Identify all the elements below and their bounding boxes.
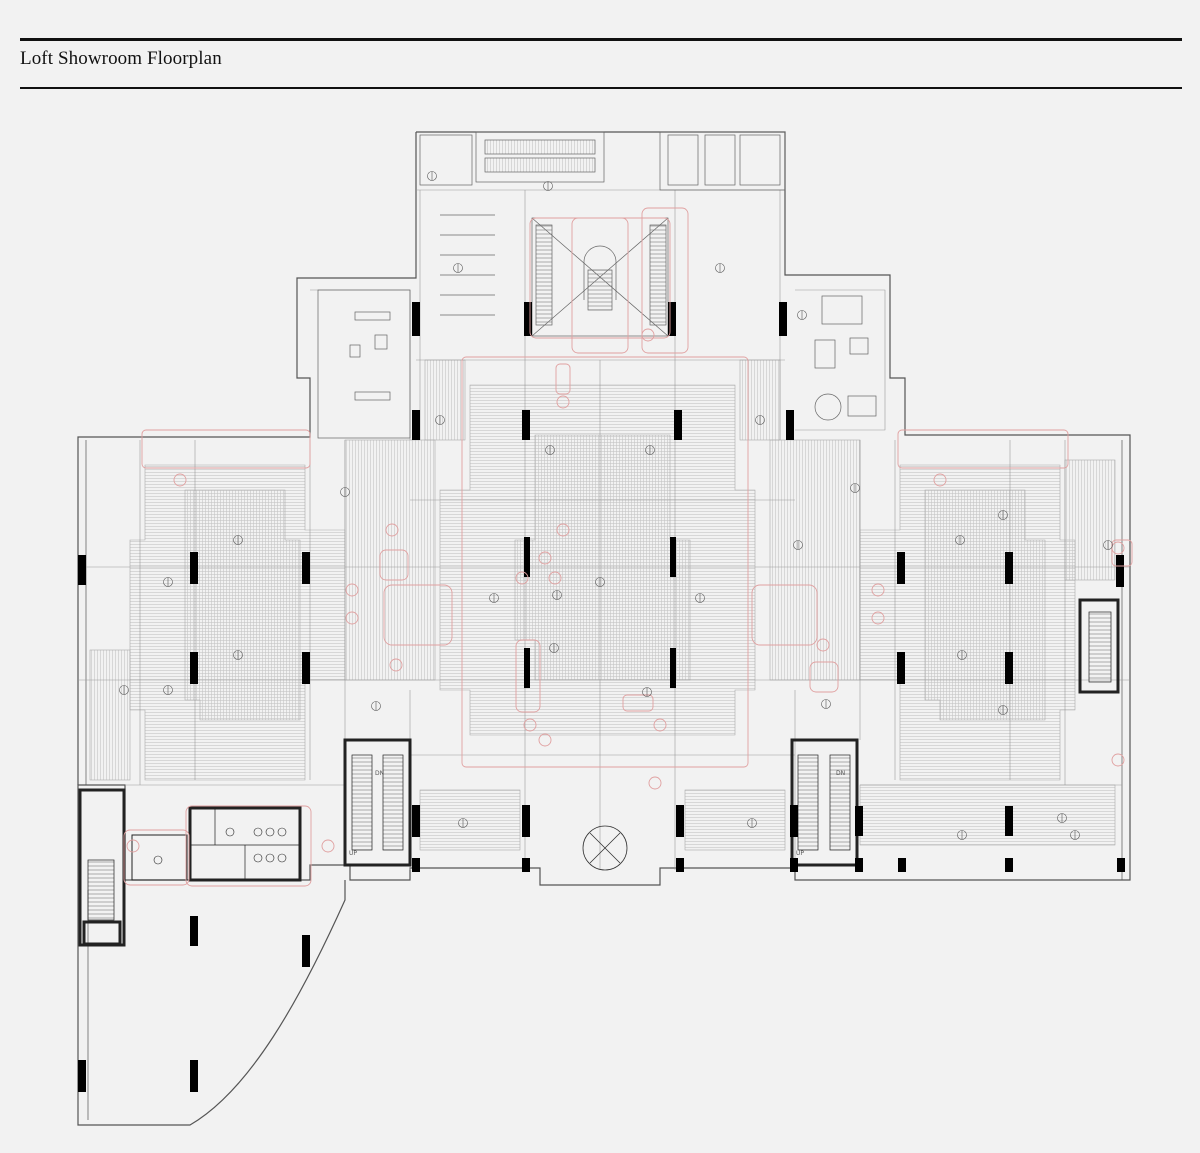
structural-column (524, 537, 530, 577)
structural-column (1005, 552, 1013, 584)
building-outline (77, 131, 1131, 1126)
page-title: Loft Showroom Floorplan (20, 48, 222, 69)
structural-column (522, 858, 530, 872)
structural-column (898, 858, 906, 872)
structural-column (522, 410, 530, 440)
stair-labels: UP DN UP DN (349, 770, 845, 857)
structural-columns (78, 302, 1125, 1092)
structural-column (190, 652, 198, 684)
structural-column (1005, 858, 1013, 872)
stair-label-up: UP (796, 850, 804, 857)
structural-column (302, 552, 310, 584)
structural-column (302, 935, 310, 967)
structural-column (1005, 652, 1013, 684)
restroom-block (131, 806, 302, 882)
structural-column (524, 302, 532, 336)
escalator-cores (78, 598, 1120, 947)
structural-column (190, 552, 198, 584)
structural-column (412, 302, 420, 336)
structural-column (522, 805, 530, 837)
structural-column (855, 858, 863, 872)
structural-column (790, 805, 798, 837)
structural-column (670, 537, 676, 577)
fixture-symbols (119, 171, 1113, 840)
header-bottom-rule (20, 87, 1182, 89)
structural-column (302, 652, 310, 684)
structural-column (78, 555, 86, 585)
top-service-area (317, 131, 877, 439)
structural-column (668, 302, 676, 336)
structural-column (779, 302, 787, 336)
structural-column (670, 648, 676, 688)
structural-column (676, 805, 684, 837)
stair-label-up: UP (349, 850, 357, 857)
revolving-door (582, 825, 628, 871)
structural-column (78, 1060, 86, 1092)
header-top-rule (20, 38, 1182, 41)
structural-column (897, 552, 905, 584)
structural-column (786, 410, 794, 440)
structural-column (676, 858, 684, 872)
stair-label-down: DN (375, 770, 384, 777)
structural-column (790, 858, 798, 872)
structural-column (897, 652, 905, 684)
structural-column (412, 410, 420, 440)
display-platforms (89, 359, 1116, 851)
structural-column (1005, 806, 1013, 836)
red-overlay (123, 207, 1133, 887)
structural-column (524, 648, 530, 688)
structural-column (674, 410, 682, 440)
stair-label-down: DN (836, 770, 845, 777)
structural-column (190, 916, 198, 946)
structural-column (190, 1060, 198, 1092)
structural-column (412, 805, 420, 837)
structural-column (1116, 555, 1124, 587)
structural-column (1117, 858, 1125, 872)
structural-column (855, 806, 863, 836)
structural-column (412, 858, 420, 872)
